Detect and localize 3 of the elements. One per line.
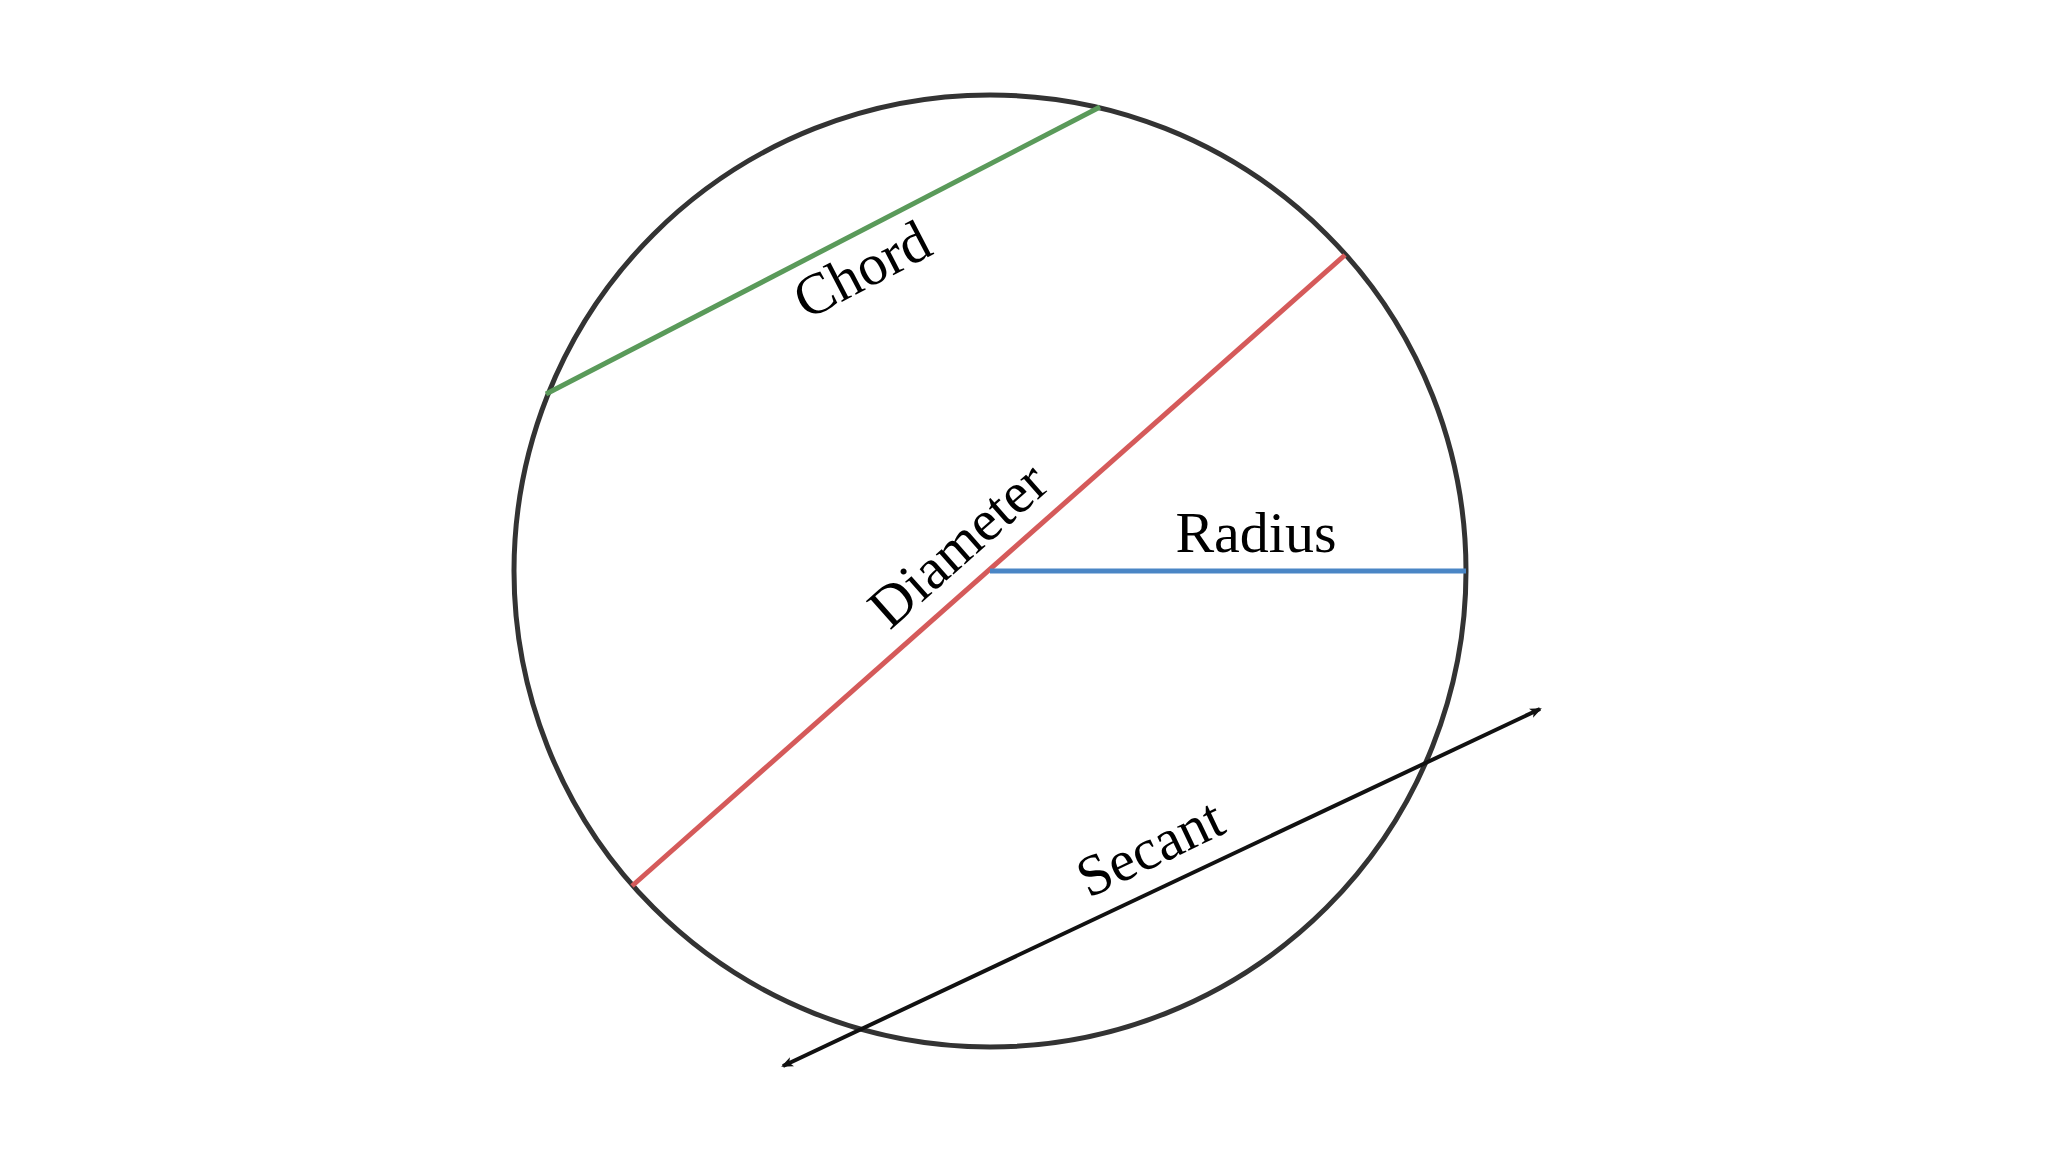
line-label: Secant — [1067, 788, 1233, 908]
line-label: Radius — [1175, 504, 1337, 562]
line-label: Chord — [784, 210, 940, 330]
